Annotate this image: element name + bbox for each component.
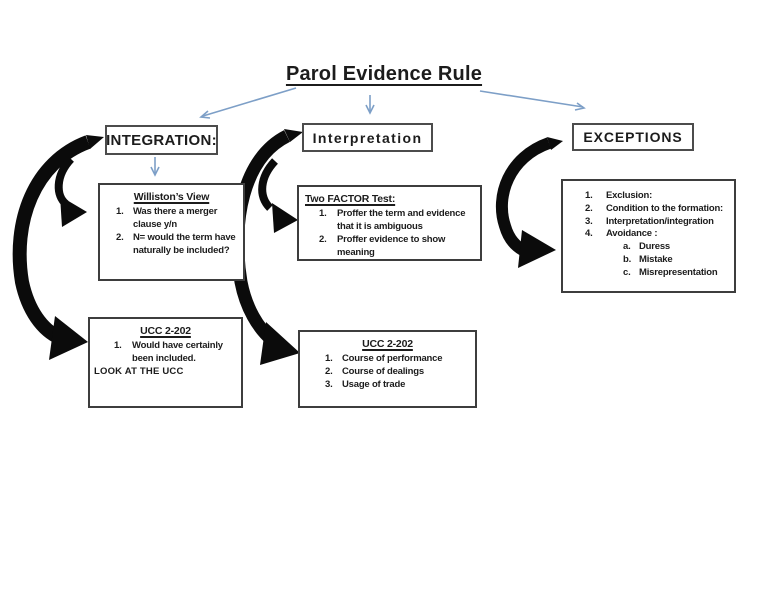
page-title: Parol Evidence Rule (285, 63, 483, 85)
ucc-middle-heading: UCC 2-202 (362, 338, 413, 350)
list-item: 2. N= would the term have naturally be i… (100, 232, 243, 258)
curved-arrow-exceptions-to-list (495, 137, 563, 268)
list-marker: a. (623, 241, 631, 253)
list-item: 2. Course of dealings (300, 366, 475, 379)
arrow-tail (86, 135, 104, 149)
list-text: Duress (639, 241, 671, 253)
sub-list-item: c. Misrepresentation (563, 267, 734, 280)
blue-arrow-title-to-integration (199, 87, 297, 119)
list-marker: 2. (325, 365, 333, 377)
arrowhead (49, 316, 88, 360)
branch-box-exceptions: EXCEPTIONS (572, 123, 694, 151)
arrow-tail (547, 137, 563, 150)
branch-box-interpretation: Interpretation (302, 123, 433, 152)
list-text: Avoidance : (606, 228, 658, 240)
list-marker: 2. (116, 231, 124, 243)
list-marker: 1. (585, 190, 593, 201)
list-text: N= would the term have naturally be incl… (133, 231, 236, 256)
list-text: Mistake (639, 254, 673, 266)
two-factor-test-box: Two FACTOR Test: 1. Proffer the term and… (297, 185, 482, 261)
curved-arrow-integration-to-williston (54, 156, 87, 227)
sub-list-item: a. Duress (563, 241, 734, 254)
list-text: Would have certainly been included. (132, 340, 223, 364)
curved-arrow-integration-to-ucc (12, 135, 104, 360)
williston-heading: Williston’s View (133, 191, 210, 203)
curved-arrow-interpretation-to-twofactor (258, 158, 298, 233)
list-text: Course of dealings (342, 365, 424, 377)
exceptions-list-box: 1. Exclusion: 2. Condition to the format… (561, 179, 736, 293)
list-marker: 1. (319, 208, 327, 220)
list-marker: 1. (325, 353, 333, 365)
list-marker: c. (623, 266, 631, 278)
list-marker: 2. (319, 233, 327, 245)
branch-label-interpretation: Interpretation (312, 129, 423, 146)
ucc-2-202-integration-box: UCC 2-202 1. Would have certainly been i… (88, 317, 243, 408)
list-item: 2. Condition to the formation: (563, 203, 734, 216)
list-marker: 2. (585, 202, 593, 214)
williston-view-box: Williston’s View 1. Was there a merger c… (98, 183, 245, 281)
arrowhead (518, 230, 556, 268)
arrowhead (260, 322, 300, 365)
blue-arrow-integration-to-williston (150, 157, 160, 177)
list-item: 3. Interpretation/integration (563, 216, 734, 229)
branch-box-integration: INTEGRATION: (105, 125, 218, 155)
look-at-the-ucc-note: LOOK AT THE UCC (94, 365, 184, 377)
list-item: 2. Proffer evidence to show meaning (299, 234, 480, 260)
list-item: 1. Was there a merger clause y/n (100, 206, 243, 232)
list-item: 1. Would have certainly been included. (90, 340, 241, 366)
list-item: 4. Avoidance : (563, 228, 734, 241)
arrowhead (60, 196, 87, 227)
list-marker: 1. (114, 340, 122, 352)
arrow-tail (284, 129, 303, 142)
branch-label-exceptions: EXCEPTIONS (583, 129, 683, 145)
list-text: Course of performance (342, 353, 443, 365)
list-marker: 4. (585, 228, 593, 240)
ucc-2-202-interpretation-box: UCC 2-202 1. Course of performance 2. Co… (298, 330, 477, 408)
list-text: Usage of trade (342, 378, 406, 390)
blue-arrow-title-to-exceptions (479, 90, 586, 111)
list-text: Misrepresentation (639, 266, 718, 278)
branch-label-integration: INTEGRATION: (106, 131, 217, 149)
list-text: Proffer evidence to show meaning (337, 233, 446, 258)
two-factor-heading: Two FACTOR Test: (305, 193, 396, 205)
list-marker: 3. (325, 378, 333, 390)
list-marker: 3. (585, 215, 593, 227)
blue-arrow-title-to-interpretation (365, 95, 375, 115)
list-text: Proffer the term and evidence that it is… (337, 208, 466, 232)
list-item: 1. Exclusion: (563, 190, 734, 203)
list-text: Was there a merger clause y/n (133, 206, 218, 230)
arrowhead (272, 203, 298, 233)
list-item: 1. Proffer the term and evidence that it… (299, 208, 480, 234)
list-item: 1. Course of performance (300, 353, 475, 366)
list-marker: 1. (116, 206, 124, 218)
list-item: 3. Usage of trade (300, 379, 475, 392)
ucc-left-heading: UCC 2-202 (140, 325, 191, 337)
list-marker: b. (623, 254, 632, 266)
list-text: Interpretation/integration (606, 215, 714, 227)
list-text: Condition to the formation: (606, 202, 724, 214)
sub-list-item: b. Mistake (563, 254, 734, 267)
list-text: Exclusion: (606, 190, 653, 201)
